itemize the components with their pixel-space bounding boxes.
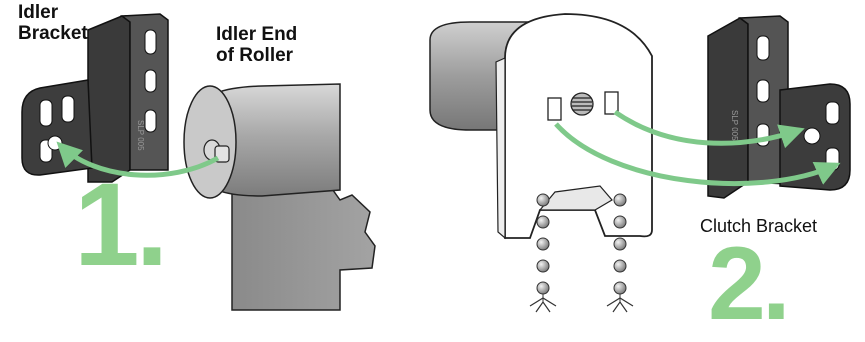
clutch-hub [571,93,593,115]
clutch-housing [496,14,652,238]
bracket-stamp-1: SLP 005 [136,120,145,151]
roller-tube [184,84,375,310]
label-idler-bracket: Idler Bracket [18,2,88,44]
bracket-stamp-2: SLP 005 [730,110,739,141]
label-idler-end-of-roller: Idler End of Roller [216,24,297,66]
step-number-2: 2. [708,234,787,334]
step-number-1: 1. [74,166,164,284]
